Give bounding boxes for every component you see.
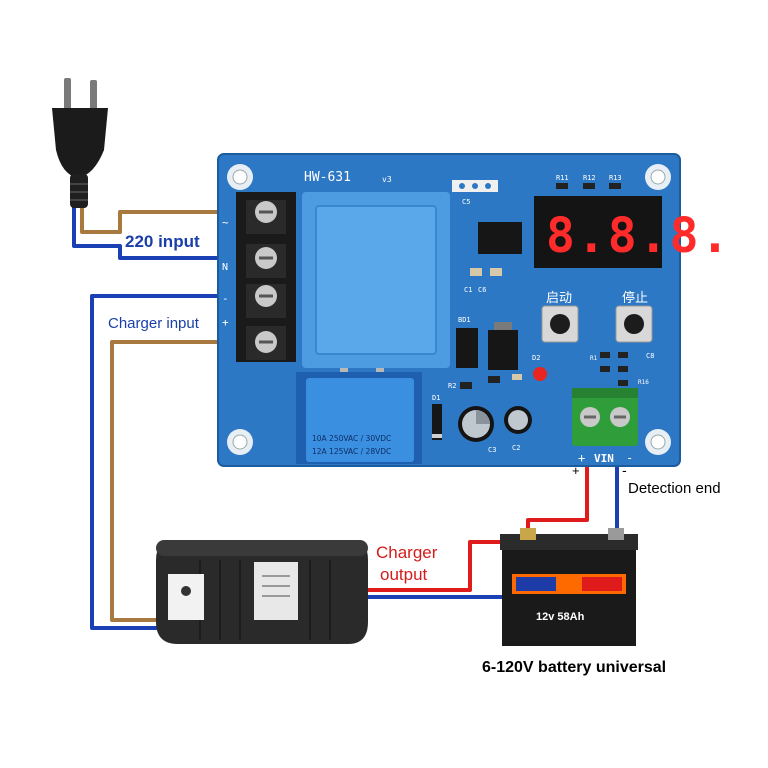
terminal-screw xyxy=(246,200,286,234)
smd-resistor xyxy=(618,380,628,386)
wire-220-brown xyxy=(80,205,236,234)
silk-r11: R11 xyxy=(556,174,569,182)
label-charger-output-2: output xyxy=(380,565,428,584)
detect-plus-mark: + xyxy=(572,463,580,478)
smd-resistor xyxy=(609,183,621,189)
charger-sticker xyxy=(254,562,298,620)
microcontroller-chip xyxy=(478,222,522,254)
smd-resistor xyxy=(488,376,500,383)
label-charger-input: Charger input xyxy=(108,315,200,332)
diode xyxy=(432,404,442,440)
plug-prong-left xyxy=(64,78,71,110)
terminal-screw xyxy=(246,244,286,278)
silk-c3: C3 xyxy=(488,446,496,454)
silk-c6: C6 xyxy=(478,286,486,294)
smd-component xyxy=(490,268,502,276)
silk-bd1: BD1 xyxy=(458,316,471,324)
silk-r13: R13 xyxy=(609,174,622,182)
silk-c8: C8 xyxy=(646,352,654,360)
wire-charger-in-brown xyxy=(110,340,236,622)
vin-minus-mark: - xyxy=(626,451,633,465)
smd-resistor xyxy=(556,183,568,189)
stop-button-label: 停止 xyxy=(622,290,648,306)
vin-plus-mark: + xyxy=(578,451,585,465)
silk-r12: R12 xyxy=(583,174,596,182)
mounting-hole xyxy=(645,429,671,455)
terminal-mark: ~ xyxy=(222,216,229,229)
detection-terminal-block xyxy=(572,388,638,446)
label-battery-caption: 6-120V battery universal xyxy=(482,659,666,676)
smd-component xyxy=(512,374,522,380)
car-battery: 12v 58Ah xyxy=(500,528,638,646)
smd-resistor xyxy=(460,382,472,389)
relay-rating-2: 12A 125VAC / 28VDC xyxy=(312,447,391,456)
silk-c1: C1 xyxy=(464,286,472,294)
control-board: HW-631 v3 ~ N - + 10A 250VAC / 30VDC 12A… xyxy=(217,153,731,467)
start-button[interactable] xyxy=(541,305,579,343)
silk-c5: C5 xyxy=(462,198,470,206)
smd-resistor xyxy=(600,352,610,358)
smd-resistor xyxy=(583,183,595,189)
mounting-hole xyxy=(227,164,253,190)
board-model-label: HW-631 xyxy=(304,170,351,185)
smd-resistor xyxy=(618,366,628,372)
transformer xyxy=(302,192,450,378)
silk-c2: C2 xyxy=(512,444,520,452)
input-terminal-block xyxy=(236,192,296,362)
charger-label-plate xyxy=(168,574,204,620)
smd-resistor xyxy=(600,366,610,372)
detect-minus-mark: - xyxy=(622,462,627,478)
label-charger-output-1: Charger xyxy=(376,543,438,562)
mounting-hole xyxy=(227,429,253,455)
mounting-hole xyxy=(645,164,671,190)
label-220-input: 220 input xyxy=(125,232,200,251)
header-pins xyxy=(452,180,498,192)
power-plug xyxy=(52,78,108,208)
relay-rating-1: 10A 250VAC / 30VDC xyxy=(312,434,391,443)
battery-rating: 12v 58Ah xyxy=(536,611,585,623)
battery-terminal-positive xyxy=(520,528,536,540)
start-button-label: 启动 xyxy=(546,291,572,306)
terminal-screw xyxy=(246,284,286,318)
smd-resistor xyxy=(618,352,628,358)
electrolytic-capacitor xyxy=(504,406,532,434)
silk-r1: R1 xyxy=(590,355,598,362)
voltage-regulator xyxy=(488,322,518,370)
silk-r2: R2 xyxy=(448,382,456,390)
plug-body xyxy=(52,108,108,178)
electrolytic-capacitor xyxy=(458,406,494,442)
smd-component xyxy=(470,268,482,276)
terminal-mark: + xyxy=(222,316,229,329)
status-led xyxy=(533,367,547,381)
board-version-label: v3 xyxy=(382,175,392,184)
silk-d1: D1 xyxy=(432,394,440,402)
display-reading: 8.8.8. xyxy=(546,208,731,264)
label-detection-end: Detection end xyxy=(628,480,721,497)
wire-charger-out-red xyxy=(368,540,526,592)
terminal-mark: N xyxy=(222,262,228,273)
wire-charger-in-blue xyxy=(90,294,236,630)
stop-button[interactable] xyxy=(615,305,653,343)
relay: 10A 250VAC / 30VDC 12A 125VAC / 28VDC xyxy=(296,372,422,464)
battery-terminal-negative xyxy=(608,528,624,540)
wire-220-blue xyxy=(72,205,236,260)
plug-prong-right xyxy=(90,80,97,112)
silk-r16: R16 xyxy=(638,379,649,386)
charger-adapter xyxy=(156,540,368,644)
vin-label: VIN xyxy=(594,452,614,465)
terminal-mark: - xyxy=(222,292,229,305)
seven-segment-display: 8.8.8. xyxy=(534,196,731,268)
bridge-rectifier xyxy=(456,328,478,368)
terminal-screw xyxy=(246,326,286,360)
silk-d2: D2 xyxy=(532,354,540,362)
